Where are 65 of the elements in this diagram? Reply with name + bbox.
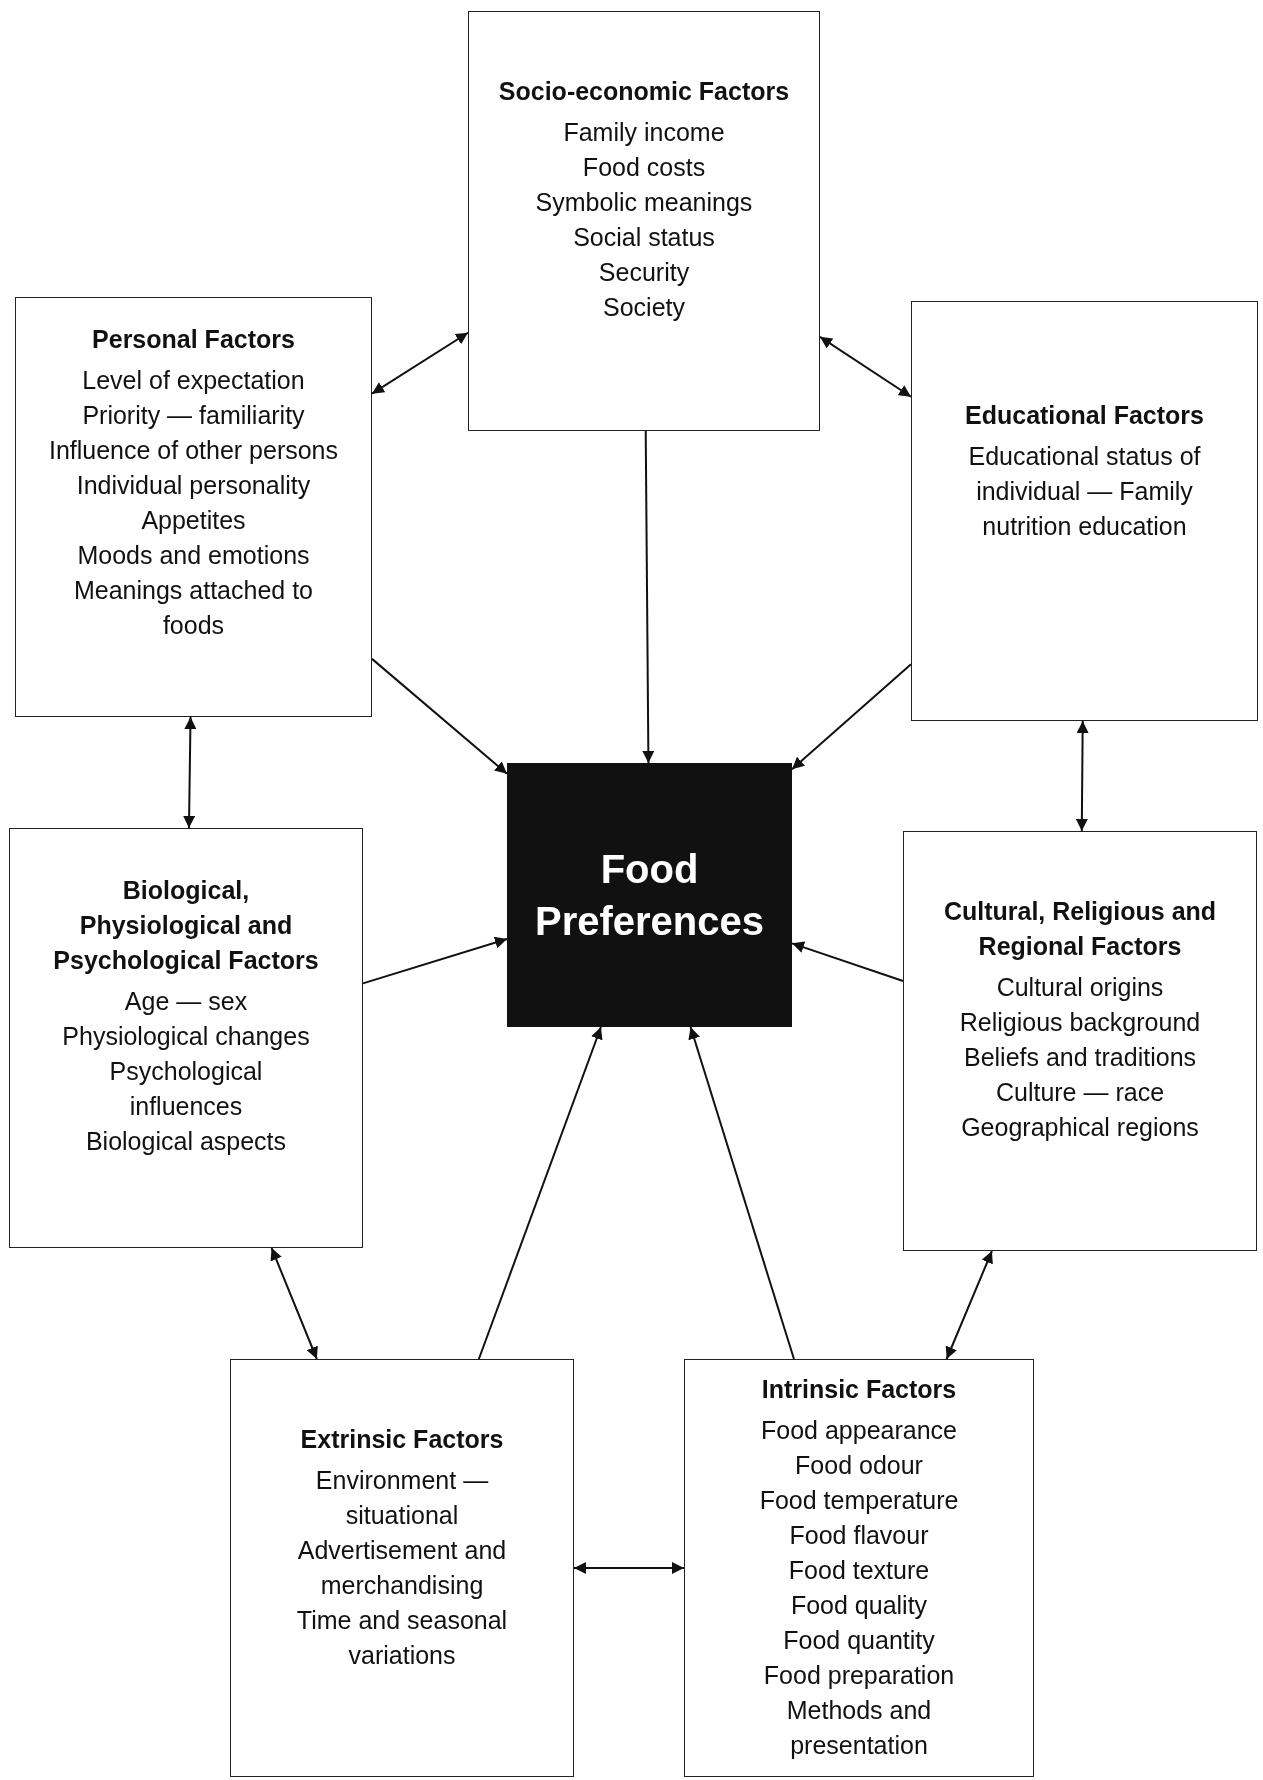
box-heading: Educational Factors <box>965 400 1204 431</box>
arrow <box>791 941 904 982</box>
factor-item: Age — sex <box>124 986 248 1017</box>
factor-item: Food costs <box>582 152 706 183</box>
factor-item: Biological aspects <box>85 1126 287 1157</box>
factor-item: Time and seasonal variations <box>295 1605 509 1671</box>
factor-item: Priority — familiarity <box>82 400 305 431</box>
factor-item: Individual personality <box>76 470 311 501</box>
arrow <box>819 335 912 398</box>
arrow <box>183 716 197 829</box>
arrow <box>477 1026 603 1360</box>
factor-item: Family income <box>563 117 725 148</box>
central-box <box>507 763 792 1027</box>
factor-item: Security <box>598 257 690 288</box>
factor-item: Influence of other persons <box>48 435 339 466</box>
factor-item: Level of expectation <box>82 365 305 396</box>
arrow <box>371 331 469 395</box>
factor-item: Geographical regions <box>961 1112 1199 1143</box>
arrow <box>371 657 508 775</box>
arrow <box>945 1250 993 1360</box>
factor-item: Food quantity <box>783 1625 935 1656</box>
factor-item: Food appearance <box>761 1415 957 1446</box>
factor-item: Food quality <box>790 1590 928 1621</box>
factor-item: Symbolic meanings <box>535 187 753 218</box>
factor-item: Religious background <box>959 1007 1201 1038</box>
factor-item: Meanings attached to foods <box>72 575 315 641</box>
factor-item: Methods and presentation <box>785 1695 933 1761</box>
factor-box <box>9 828 363 1248</box>
arrow <box>1075 720 1089 832</box>
factor-item: Food temperature <box>759 1485 959 1516</box>
factor-box <box>468 11 820 431</box>
factor-box <box>684 1359 1034 1777</box>
factor-item: Appetites <box>141 505 246 536</box>
arrow <box>791 663 912 771</box>
factor-item: Advertisement and merchandising <box>296 1535 508 1601</box>
factor-item: Physiological changes <box>62 1021 310 1052</box>
factor-box <box>15 297 372 717</box>
factor-item: Society <box>603 292 685 323</box>
factor-item: Educational status of individual — Family nutrition education <box>967 441 1202 542</box>
box-heading: Biological, Physiological and Psychological Factors <box>52 875 320 976</box>
arrow <box>362 936 508 985</box>
factor-item: Moods and emotions <box>77 540 310 571</box>
box-heading: Socio-economic Factors <box>498 76 790 107</box>
factor-item: Food texture <box>788 1555 930 1586</box>
arrow <box>642 430 655 764</box>
factor-item: Culture — race <box>995 1077 1165 1108</box>
box-heading: Cultural, Religious and Regional Factors <box>942 896 1218 962</box>
factor-item: Environment — situational <box>314 1465 490 1531</box>
arrow <box>270 1247 318 1360</box>
factor-item: Cultural origins <box>996 972 1164 1003</box>
box-heading: Extrinsic Factors <box>300 1424 504 1455</box>
box-heading: Food Preferences <box>533 846 765 945</box>
factor-item: Beliefs and traditions <box>963 1042 1197 1073</box>
factor-box <box>903 831 1257 1251</box>
factor-box <box>911 301 1258 721</box>
factor-box <box>230 1359 574 1777</box>
factor-item: Food flavour <box>789 1520 929 1551</box>
factor-item: Food odour <box>795 1450 923 1481</box>
box-heading: Intrinsic Factors <box>761 1374 957 1405</box>
factor-item: Food preparation <box>763 1660 955 1691</box>
box-heading: Personal Factors <box>92 324 295 355</box>
factor-item: Social status <box>573 222 715 253</box>
arrow <box>573 1562 685 1574</box>
arrow <box>688 1026 795 1360</box>
factor-item: Psychological influences <box>108 1056 264 1122</box>
